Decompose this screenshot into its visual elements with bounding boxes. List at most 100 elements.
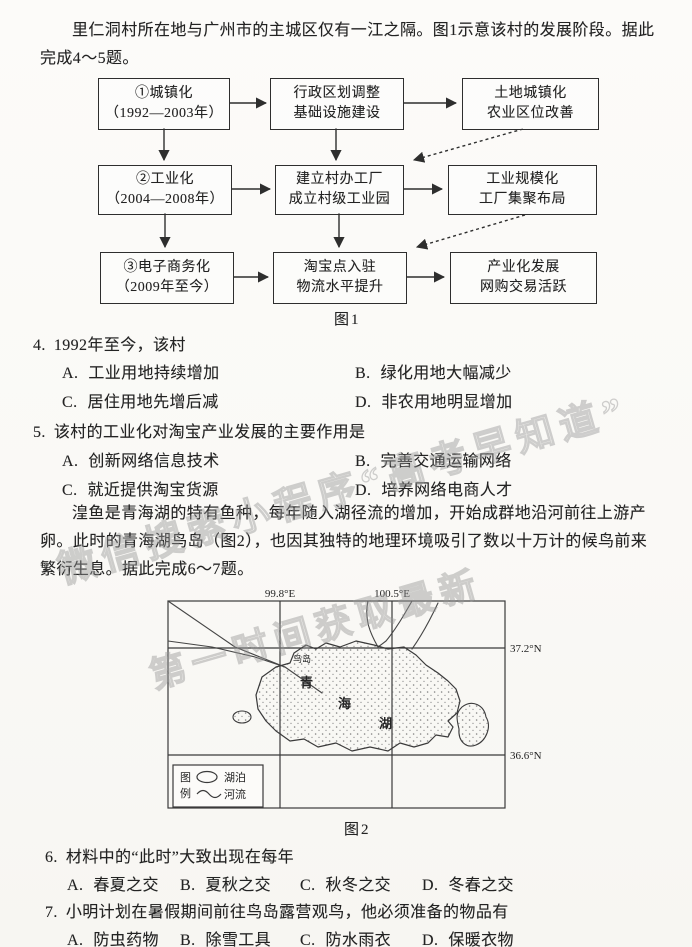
legend-title-bottom: 例	[180, 786, 191, 800]
q4-option-c: C. 居住用地先增后减	[62, 388, 219, 412]
box-industry-scale: 工业规模化 工厂集聚布局	[448, 165, 597, 215]
box-admin-adjust-line2: 基础设施建设	[293, 106, 381, 121]
q4-option-a-label: A.	[62, 365, 79, 382]
q4-option-c-text: 居住用地先增后减	[87, 394, 219, 411]
box-urbanization-line1: ①城镇化	[135, 86, 193, 101]
q6-option-b-text: 夏秋之交	[205, 877, 272, 894]
intro1-line2: 完成4～5题。	[40, 50, 139, 67]
intro-paragraph-2: 湟鱼是青海湖的特有鱼种，每年随入湖径流的增加，开始成群地沿河前往上游产 卵。此时…	[40, 500, 658, 584]
box-ecommerce-line1: ③电子商务化	[123, 260, 211, 275]
q4-option-d-label: D.	[355, 394, 372, 411]
question6-text: 材料中的“此时”大致出现在每年	[65, 849, 295, 866]
figure1-arrows	[158, 97, 526, 283]
box-village-factory: 建立村办工厂 成立村级工业园	[275, 165, 404, 215]
map-lake-char-3: 湖	[379, 716, 392, 731]
box-industry-scale-line1: 工业规模化	[486, 172, 559, 187]
intro2-line3: 繁衍生息。据此完成6～7题。	[40, 561, 254, 578]
q4-option-d-text: 非农用地明显增加	[381, 394, 513, 411]
q6-option-d-text: 冬春之交	[448, 877, 514, 894]
q5-option-d: D.培养网络电商人才	[355, 476, 513, 500]
box-taobao-entry-line2: 物流水平提升	[296, 280, 384, 295]
legend-river-label: 河流	[224, 787, 246, 801]
question7-stem: 7. 小明计划在暑假期间前往鸟岛露营观鸟，他必须准备的物品有	[45, 898, 509, 922]
box-industry-develop-line2: 网购交易活跃	[480, 280, 567, 295]
map-lon-right-label: 100.5°E	[374, 588, 410, 600]
legend-river-icon	[196, 789, 222, 799]
question4-text: 1992年至今，该村	[53, 337, 186, 354]
q6-option-d-label: D.	[422, 877, 439, 894]
question4-stem: 4.1992年至今，该村	[33, 331, 186, 355]
intro1-line1: 里仁洞村所在地与广州市的主城区仅有一江之隔。图1示意该村的发展阶段。据此	[72, 22, 655, 39]
q5-option-b-text: 完善交通运输网络	[380, 453, 512, 470]
q5-option-a: A.创新网络信息技术	[62, 447, 220, 471]
question6-number: 6.	[45, 849, 58, 866]
box-taobao-entry: 淘宝点入驻 物流水平提升	[273, 252, 407, 304]
q7-option-b-label: B.	[180, 932, 196, 947]
box-taobao-entry-line1: 淘宝点入驻	[303, 260, 377, 275]
box-village-factory-line2: 成立村级工业园	[288, 192, 391, 207]
q4-option-d: D. 非农用地明显增加	[355, 388, 513, 412]
q7-option-d: D.保暖衣物	[422, 926, 514, 947]
question5-number: 5.	[33, 424, 46, 441]
q7-option-c-label: C.	[300, 932, 316, 947]
q6-option-c-label: C.	[300, 877, 316, 894]
map-lat-top-label: 37.2°N	[510, 643, 542, 655]
map-lon-left-label: 99.8°E	[265, 588, 296, 600]
map-lake-char-2: 海	[338, 696, 351, 711]
box-industrialization-line2: （2004—2008年）	[106, 192, 224, 207]
q4-option-c-label: C.	[62, 394, 78, 411]
q7-option-a-label: A.	[67, 932, 84, 947]
box-industrialization: ②工业化 （2004—2008年）	[98, 165, 232, 215]
q7-option-a-text: 防虫药物	[93, 932, 159, 947]
legend-lake-icon	[196, 770, 218, 784]
q4-option-b: B. 绿化用地大幅减少	[355, 359, 512, 383]
box-ecommerce-line2: （2009年至今）	[115, 280, 219, 295]
q5-option-d-label: D.	[355, 482, 372, 499]
box-admin-adjust: 行政区划调整 基础设施建设	[270, 78, 404, 130]
figure2-map: 99.8°E 100.5°E 37.2°N 36.6°N 鸟岛 青 海 湖 图 …	[167, 588, 542, 809]
question7-text: 小明计划在暑假期间前往鸟岛露营观鸟，他必须准备的物品有	[65, 904, 509, 921]
q5-option-c-text: 就近提供淘宝货源	[87, 482, 219, 499]
question6-stem: 6. 材料中的“此时”大致出现在每年	[45, 843, 294, 867]
q6-option-c: C.秋冬之交	[300, 871, 391, 895]
question5-text: 该村的工业化对淘宝产业发展的主要作用是	[53, 424, 366, 441]
q6-option-d: D. 冬春之交	[422, 871, 514, 895]
legend-title-top: 图	[180, 771, 191, 784]
figure1-caption: 图1	[334, 312, 361, 328]
q5-option-b-label: B.	[355, 453, 371, 470]
map-bird-island-label: 鸟岛	[293, 653, 311, 664]
q4-option-a-text: 工业用地持续增加	[88, 365, 220, 382]
question5-stem: 5. 该村的工业化对淘宝产业发展的主要作用是	[33, 418, 365, 442]
box-industrialization-line1: ②工业化	[136, 172, 194, 187]
q4-option-b-text: 绿化用地大幅减少	[380, 365, 512, 382]
box-admin-adjust-line1: 行政区划调整	[293, 86, 381, 101]
q5-option-c-label: C.	[62, 482, 78, 499]
intro2-line2: 卵。此时的青海湖鸟岛（图2），也因其独特的地理环境吸引了数以十万计的候鸟前来	[40, 533, 648, 550]
box-urbanization: ①城镇化 （1992—2003年）	[98, 78, 230, 130]
box-industry-scale-line2: 工厂集聚布局	[479, 192, 566, 207]
q6-option-b-label: B.	[180, 877, 196, 894]
intro-paragraph-1: 里仁洞村所在地与广州市的主城区仅有一江之隔。图1示意该村的发展阶段。据此 完成4…	[40, 17, 658, 73]
q5-option-a-label: A.	[62, 453, 79, 470]
q6-option-b: B. 夏秋之交	[180, 871, 271, 895]
q7-option-c: C. 防水雨衣	[300, 926, 391, 947]
q6-option-a-label: A.	[67, 877, 84, 894]
box-land-urbanization-line2: 农业区位改善	[487, 106, 574, 121]
map-legend: 图 例 湖泊 河流	[172, 764, 264, 808]
q7-option-b-text: 除雪工具	[205, 932, 272, 947]
question7-number: 7.	[45, 904, 58, 921]
q7-option-c-text: 防水雨衣	[325, 932, 392, 947]
q4-option-a: A. 工业用地持续增加	[62, 359, 220, 383]
box-ecommerce: ③电子商务化 （2009年至今）	[100, 252, 234, 304]
q4-option-b-label: B.	[355, 365, 371, 382]
legend-lake-label: 湖泊	[224, 771, 246, 784]
q5-option-b: B. 完善交通运输网络	[355, 447, 512, 471]
box-land-urbanization: 土地城镇化 农业区位改善	[462, 78, 599, 130]
map-lake	[232, 640, 489, 752]
box-land-urbanization-line1: 土地城镇化	[494, 86, 567, 101]
q7-option-d-text: 保暖衣物	[448, 932, 514, 947]
q5-option-c: C. 就近提供淘宝货源	[62, 476, 219, 500]
map-lat-bottom-label: 36.6°N	[510, 750, 542, 762]
flow-arrow-group	[158, 97, 526, 283]
